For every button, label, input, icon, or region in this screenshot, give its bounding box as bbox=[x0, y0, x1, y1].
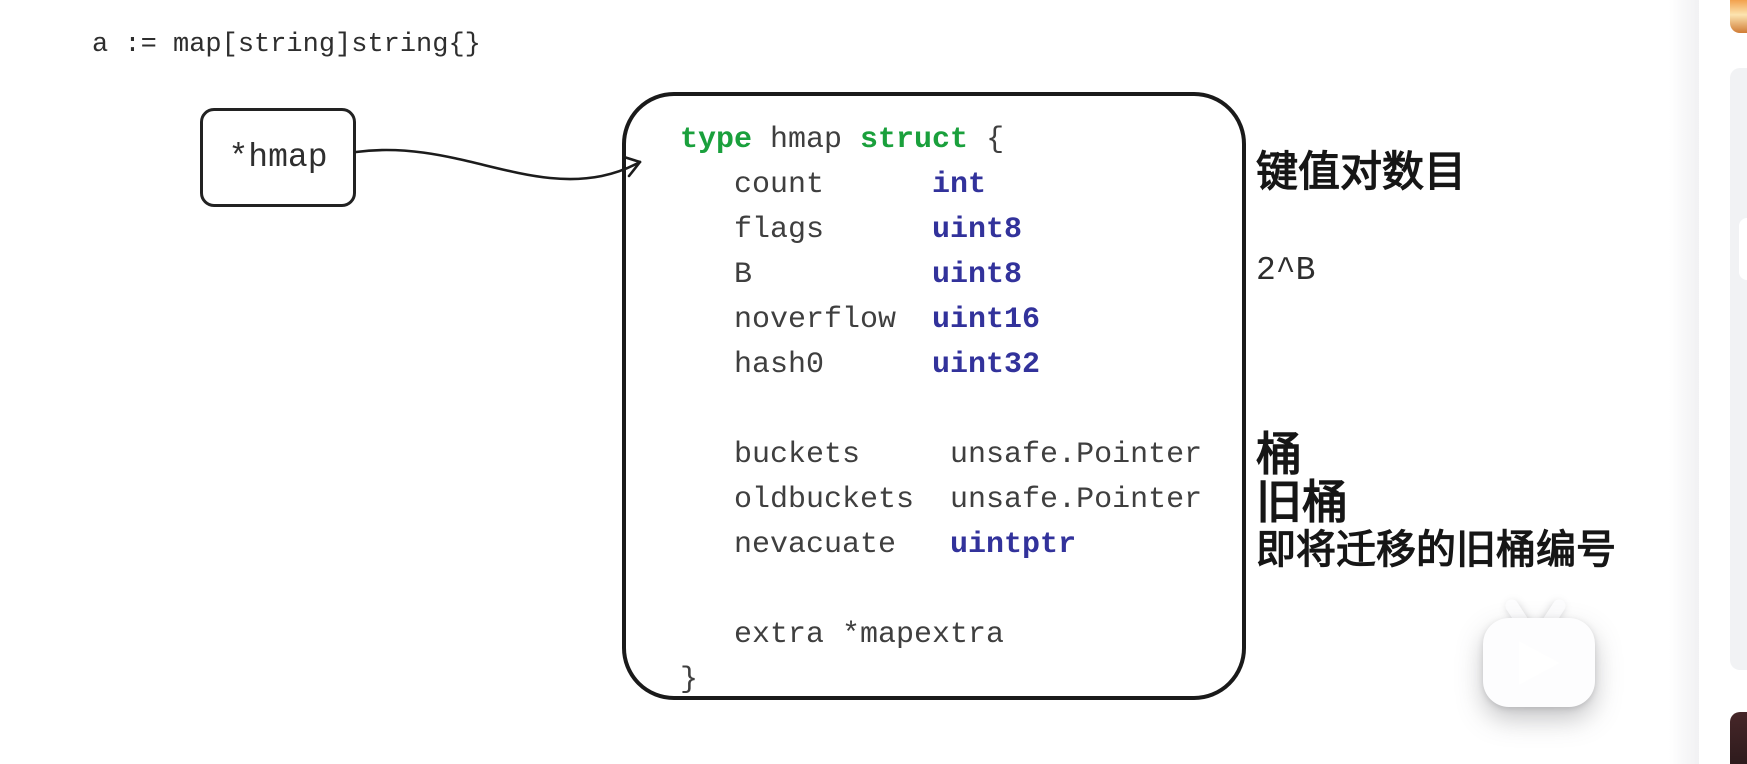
annotation-buckets: 桶 bbox=[1256, 427, 1302, 481]
code-line: oldbuckets unsafe.Pointer bbox=[680, 483, 1203, 517]
code-line: } bbox=[680, 663, 699, 697]
sidebar-card-pill bbox=[1739, 218, 1747, 280]
code-line: flags uint8 bbox=[680, 213, 1023, 247]
annotation-count: 键值对数目 bbox=[1256, 147, 1467, 196]
code-line: nevacuate uintptr bbox=[680, 528, 1077, 562]
code-line: type hmap struct { bbox=[680, 123, 1005, 157]
code-line bbox=[680, 388, 1202, 433]
code-line: noverflow uint16 bbox=[680, 303, 1041, 337]
sidebar-thumbnail-sliver[interactable] bbox=[1730, 712, 1747, 764]
hmap-struct-box bbox=[622, 92, 1246, 700]
code-line: hash0 uint32 bbox=[680, 348, 1041, 382]
struct-code: type hmap struct { count int flags uint8… bbox=[680, 118, 1202, 703]
code-line: extra *mapextra bbox=[680, 618, 1005, 652]
player-edge-shadow bbox=[1669, 0, 1699, 764]
code-line: count int bbox=[680, 168, 987, 202]
annotation-nevacuate: 即将迁移的旧桶编号 bbox=[1256, 526, 1616, 573]
pointer-arrow bbox=[354, 148, 642, 181]
map-declaration-text: a := map[string]string{} bbox=[92, 30, 481, 60]
code-line: B uint8 bbox=[680, 258, 1023, 292]
tv-play-watermark bbox=[1478, 596, 1598, 712]
annotation-B: 2^B bbox=[1256, 252, 1316, 289]
sidebar-card-sliver[interactable] bbox=[1730, 68, 1747, 670]
annotation-oldbuckets: 旧桶 bbox=[1256, 475, 1348, 529]
code-line: buckets unsafe.Pointer bbox=[680, 438, 1203, 472]
hmap-pointer-label: *hmap bbox=[228, 139, 328, 176]
hmap-pointer-box: *hmap bbox=[200, 108, 356, 207]
sidebar-emoji-sliver[interactable] bbox=[1730, 0, 1747, 33]
code-line bbox=[680, 568, 1202, 613]
